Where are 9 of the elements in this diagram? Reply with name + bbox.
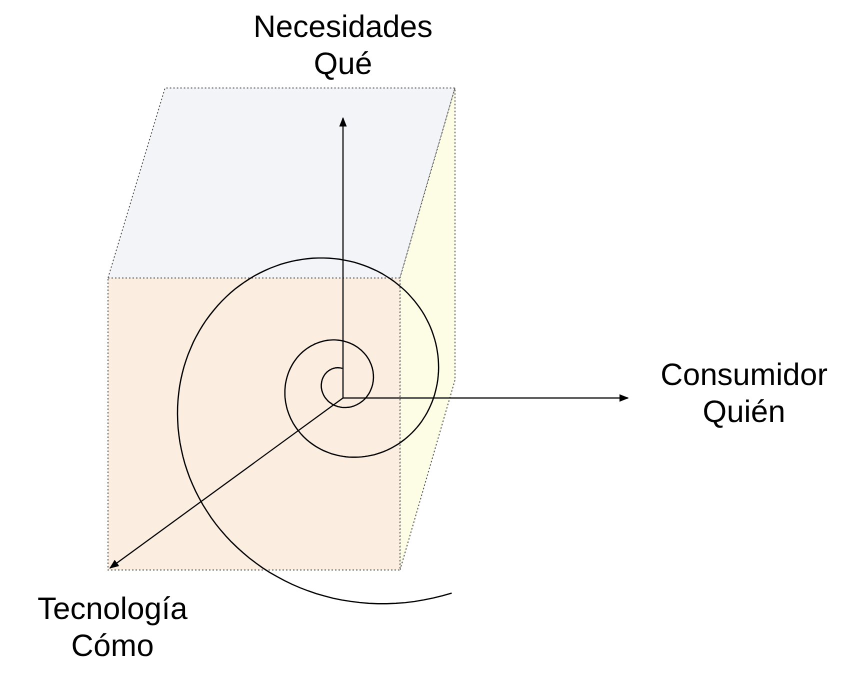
axis-label: Tecnología bbox=[38, 590, 188, 627]
axis-arrow bbox=[339, 117, 347, 398]
axis-label: Necesidades bbox=[253, 8, 433, 45]
axis-label: Qué bbox=[314, 45, 372, 82]
axis-label: Quién bbox=[702, 393, 786, 430]
axis-label: Cómo bbox=[71, 627, 154, 664]
axis-arrow bbox=[343, 394, 629, 402]
axis-label: Consumidor bbox=[660, 356, 828, 393]
axis-arrow bbox=[109, 398, 344, 569]
